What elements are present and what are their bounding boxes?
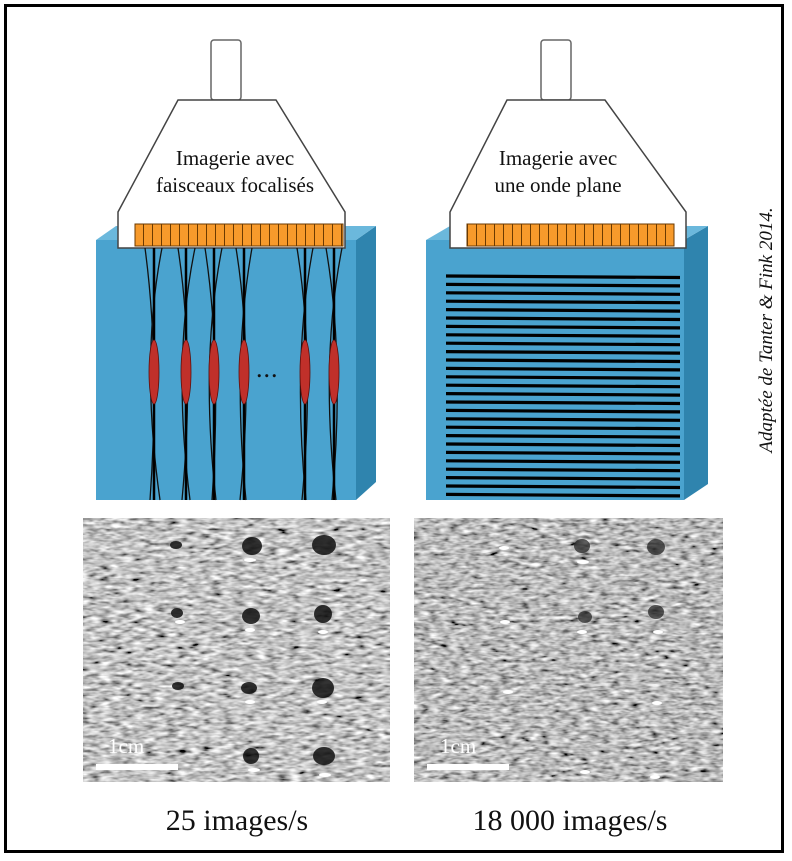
focal-zones (148, 339, 340, 405)
wavefront-line (445, 274, 681, 280)
tissue-block-front (96, 240, 356, 500)
wavefront-line (445, 442, 681, 448)
wavefront-line (445, 459, 681, 464)
scale-label: 1cm (108, 734, 145, 758)
wavefront-line (445, 358, 681, 364)
wavefront-line (445, 316, 681, 322)
probe-housing (449, 99, 687, 249)
wavefront-line (445, 425, 681, 431)
wavefront-line (445, 484, 681, 490)
probe-handle (540, 39, 572, 101)
plane-wave-diagram (426, 39, 708, 500)
wavefront-line (445, 375, 681, 380)
wavefront-line (445, 366, 681, 372)
tissue-block-side (684, 226, 708, 500)
wavefront-line (445, 299, 681, 305)
probe-label-focused: Imagerie avec faisceaux focalisés (150, 145, 320, 199)
transducer-array (134, 223, 344, 247)
wavefront-line (445, 383, 681, 389)
wavefront-line (445, 450, 681, 456)
wavefront-line (445, 333, 681, 338)
ultrasound-image-plane-wave (414, 518, 723, 782)
probe-housing (117, 99, 346, 249)
probe-label-line: faisceaux focalisés (155, 173, 314, 197)
ultrasound-image-focused (83, 518, 390, 782)
wavefront-line (445, 417, 681, 422)
wavefront-line (445, 476, 681, 481)
probe-label-line: Imagerie avec (498, 146, 618, 170)
probe-label-line: une onde plane (494, 173, 622, 197)
plane-wavefronts (445, 274, 681, 498)
transducer-array (466, 223, 675, 247)
wavefront-line (445, 392, 681, 397)
focused-beam-diagram (96, 39, 376, 501)
probe-handle (210, 39, 242, 101)
wavefront-line (445, 434, 681, 439)
probe-label-plane-wave: Imagerie avec une onde plane (478, 145, 638, 199)
wavefront-line (445, 341, 681, 347)
wavefront-line (445, 291, 681, 296)
wavefront-line (445, 282, 681, 288)
scale-bar (427, 764, 509, 770)
wavefront-line (445, 492, 681, 498)
wavefront-line (445, 324, 681, 330)
source-credit-text: Adaptée de Tanter & Fink 2014. (756, 207, 777, 453)
beam-ellipsis: ... (256, 354, 279, 383)
wavefront-line (445, 308, 681, 313)
wavefront-line (445, 400, 681, 406)
scale-bar (96, 764, 178, 770)
probe-label-line: Imagerie avec (175, 146, 295, 170)
wavefront-line (445, 350, 681, 355)
frame-rate-focused: 25 images/s (165, 804, 309, 837)
scale-label: 1cm (440, 734, 477, 758)
wavefront-line (445, 467, 681, 473)
wavefront-line (445, 408, 681, 414)
frame-rate-plane-wave: 18 000 images/s (472, 804, 668, 837)
tissue-block-side (356, 226, 376, 500)
